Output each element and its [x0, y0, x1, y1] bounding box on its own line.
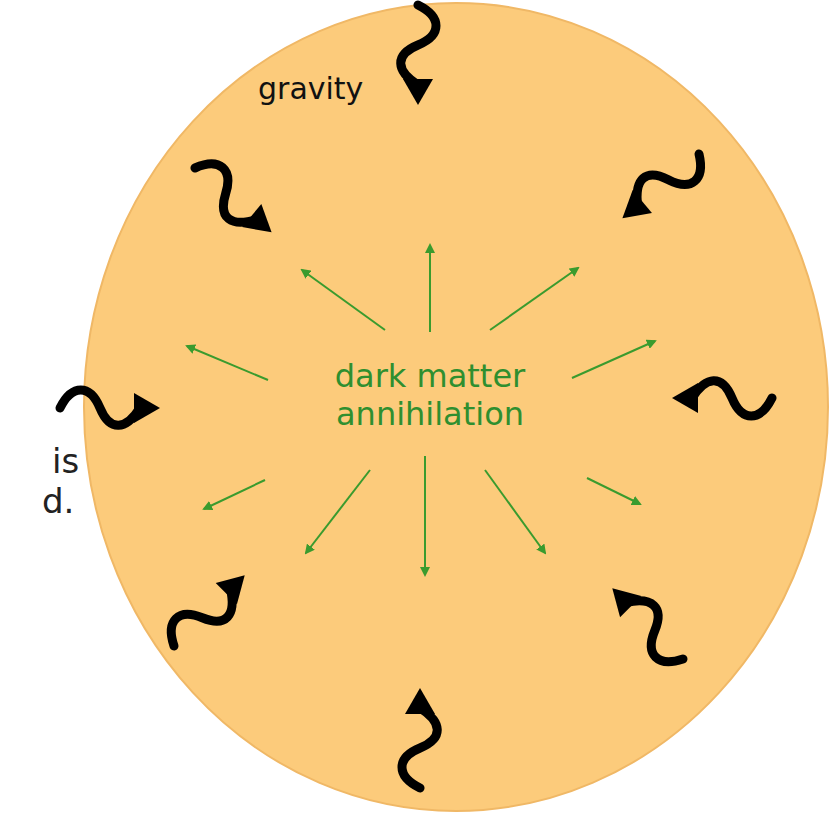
annihilation-circle: dark matter annihilation [83, 2, 829, 812]
circle-shape [84, 3, 828, 811]
cut-off-text: d. [42, 482, 74, 521]
cut-off-text: is [52, 442, 79, 481]
gravity-label: gravity [258, 72, 363, 107]
node-text: dark matter annihilation [300, 357, 560, 434]
